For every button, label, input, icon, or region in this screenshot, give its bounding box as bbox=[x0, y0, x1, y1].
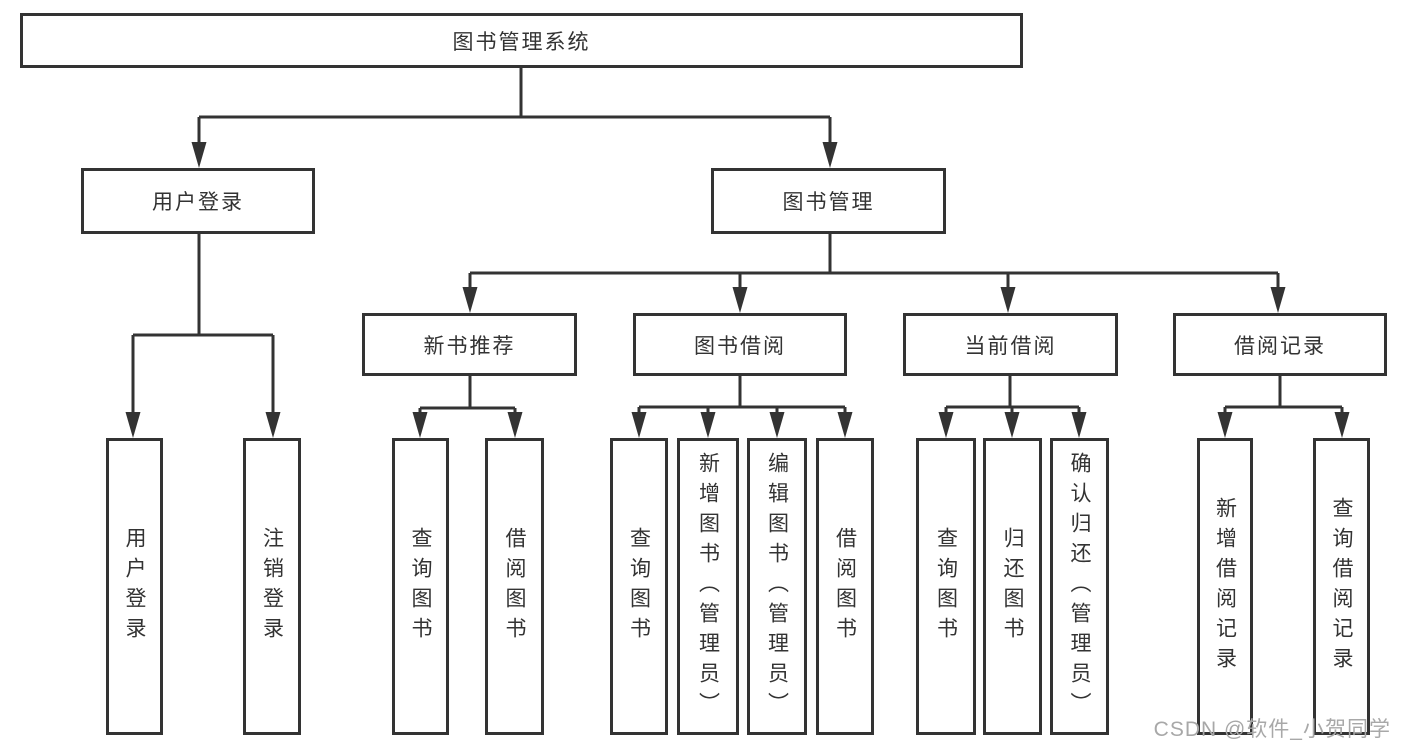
node-book-management-label: 图书管理 bbox=[782, 191, 875, 214]
leaf-add-book-admin-label: 新增图书（管理员） bbox=[696, 451, 720, 722]
connector-root-to-level2 bbox=[191, 68, 838, 168]
connector-borrowing-records-to-leaves bbox=[1217, 376, 1350, 438]
node-book-borrowing: 图书借阅 bbox=[633, 313, 847, 376]
node-new-book-recommend-label: 新书推荐 bbox=[423, 334, 516, 358]
leaf-confirm-return-admin-label: 确认归还（管理员） bbox=[1068, 451, 1091, 722]
connector-book-borrowing-to-leaves bbox=[631, 376, 853, 438]
leaf-user-login: 用户登录 bbox=[106, 438, 163, 735]
connector-current-borrowing-to-leaves bbox=[938, 376, 1087, 438]
node-user-login-label: 用户登录 bbox=[152, 191, 244, 214]
leaf-query-books-1: 查询图书 bbox=[392, 438, 449, 735]
leaf-query-books-2: 查询图书 bbox=[610, 438, 668, 735]
leaf-query-books-2-label: 查询图书 bbox=[627, 526, 651, 647]
leaf-query-borrow-record: 查询借阅记录 bbox=[1313, 438, 1370, 735]
node-root: 图书管理系统 bbox=[20, 13, 1023, 68]
node-borrowing-records: 借阅记录 bbox=[1173, 313, 1387, 376]
leaf-logout-login: 注销登录 bbox=[243, 438, 301, 735]
connector-user-login-to-leaves bbox=[125, 234, 281, 438]
leaf-edit-book-admin: 编辑图书（管理员） bbox=[747, 438, 807, 735]
leaf-logout-login-label: 注销登录 bbox=[260, 526, 284, 647]
node-new-book-recommend: 新书推荐 bbox=[362, 313, 577, 376]
connector-book-management-to-level3 bbox=[462, 234, 1286, 313]
leaf-borrow-books-2: 借阅图书 bbox=[816, 438, 874, 735]
node-book-management: 图书管理 bbox=[711, 168, 946, 234]
leaf-query-books-1-label: 查询图书 bbox=[409, 526, 432, 647]
node-root-label: 图书管理系统 bbox=[452, 30, 591, 54]
node-current-borrowing: 当前借阅 bbox=[903, 313, 1118, 376]
node-book-borrowing-label: 图书借阅 bbox=[694, 334, 786, 358]
leaf-add-borrow-record: 新增借阅记录 bbox=[1197, 438, 1253, 735]
node-user-login: 用户登录 bbox=[81, 168, 315, 234]
leaf-query-books-3: 查询图书 bbox=[916, 438, 976, 735]
leaf-confirm-return-admin: 确认归还（管理员） bbox=[1050, 438, 1109, 735]
connector-new-book-recommend-to-leaves bbox=[412, 376, 523, 438]
leaf-edit-book-admin-label: 编辑图书（管理员） bbox=[765, 451, 789, 722]
node-borrowing-records-label: 借阅记录 bbox=[1234, 334, 1326, 358]
leaf-add-borrow-record-label: 新增借阅记录 bbox=[1213, 496, 1237, 677]
leaf-add-book-admin: 新增图书（管理员） bbox=[677, 438, 739, 735]
leaf-return-book-label: 归还图书 bbox=[1001, 526, 1024, 647]
node-current-borrowing-label: 当前借阅 bbox=[964, 334, 1057, 358]
leaf-return-book: 归还图书 bbox=[983, 438, 1042, 735]
leaf-user-login-label: 用户登录 bbox=[123, 526, 146, 647]
leaf-borrow-books-2-label: 借阅图书 bbox=[833, 526, 857, 647]
leaf-query-books-3-label: 查询图书 bbox=[934, 526, 958, 647]
csdn-watermark: CSDN @软件_小贺同学 bbox=[1153, 718, 1391, 741]
leaf-borrow-books-1-label: 借阅图书 bbox=[503, 526, 526, 647]
leaf-query-borrow-record-label: 查询借阅记录 bbox=[1330, 496, 1353, 677]
leaf-borrow-books-1: 借阅图书 bbox=[485, 438, 544, 735]
